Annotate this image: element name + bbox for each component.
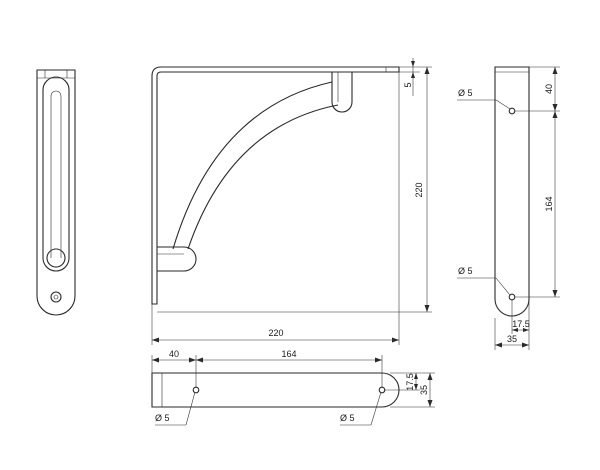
top-middle-label: 164 <box>281 349 296 359</box>
side-half-width-label: 17.5 <box>512 319 530 329</box>
top-half-height-label: 17.5 <box>405 373 415 391</box>
side-top-label: 40 <box>544 84 554 94</box>
front-bracket-view <box>151 66 400 305</box>
side-lower-hole-label: Ø 5 <box>458 266 473 276</box>
side-upper-hole-label: Ø 5 <box>458 88 473 98</box>
top-height-label: 35 <box>419 385 429 395</box>
side-middle-label: 164 <box>544 196 554 211</box>
right-plate-view <box>494 66 530 317</box>
bottom-plate-view <box>151 372 400 408</box>
front-dimensions: 220 5 220 <box>151 58 432 345</box>
front-top-label: 5 <box>403 82 413 87</box>
side-width-label: 35 <box>507 334 517 344</box>
side-dimensions: 40 164 Ø 5 Ø 5 17.5 35 <box>457 66 560 350</box>
front-width-label: 220 <box>268 328 283 338</box>
left-profile-view <box>36 69 76 316</box>
front-height-label: 220 <box>414 182 424 197</box>
top-left-label: 40 <box>169 349 179 359</box>
top-dimensions: 40 164 17.5 35 Ø 5 Ø 5 <box>151 349 435 426</box>
top-left-hole-label: Ø 5 <box>155 413 170 423</box>
top-right-hole-label: Ø 5 <box>340 413 355 423</box>
